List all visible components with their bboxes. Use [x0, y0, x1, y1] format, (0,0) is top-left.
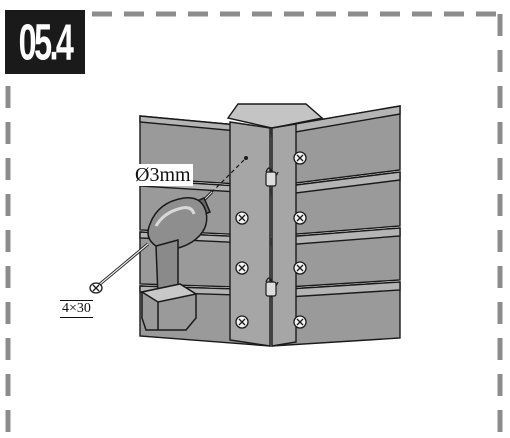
right-wall [271, 105, 401, 347]
step-number-badge: 05.4 [5, 10, 85, 74]
screw-head-icon [293, 261, 307, 275]
right-post [271, 123, 297, 347]
step-number: 05.4 [18, 15, 74, 72]
screw-head-icon [235, 315, 249, 329]
dashed-frame [5, 11, 503, 434]
drill-bit-diameter-label: Ø3mm [133, 164, 193, 186]
screw-head-icon [235, 261, 249, 275]
left-post [229, 121, 271, 347]
screw-head-icon [293, 211, 307, 225]
screw-head-icon [293, 315, 307, 329]
screw-head-icon [293, 151, 307, 165]
drill-icon [140, 190, 214, 331]
corner-clips [265, 167, 279, 297]
screw-icon [89, 242, 149, 294]
screw-heads [235, 151, 307, 329]
drill-path [207, 159, 245, 197]
drill-target-hole [244, 156, 248, 160]
screw-head-icon [235, 211, 249, 225]
screw-size-label: 4×30 [60, 300, 93, 318]
